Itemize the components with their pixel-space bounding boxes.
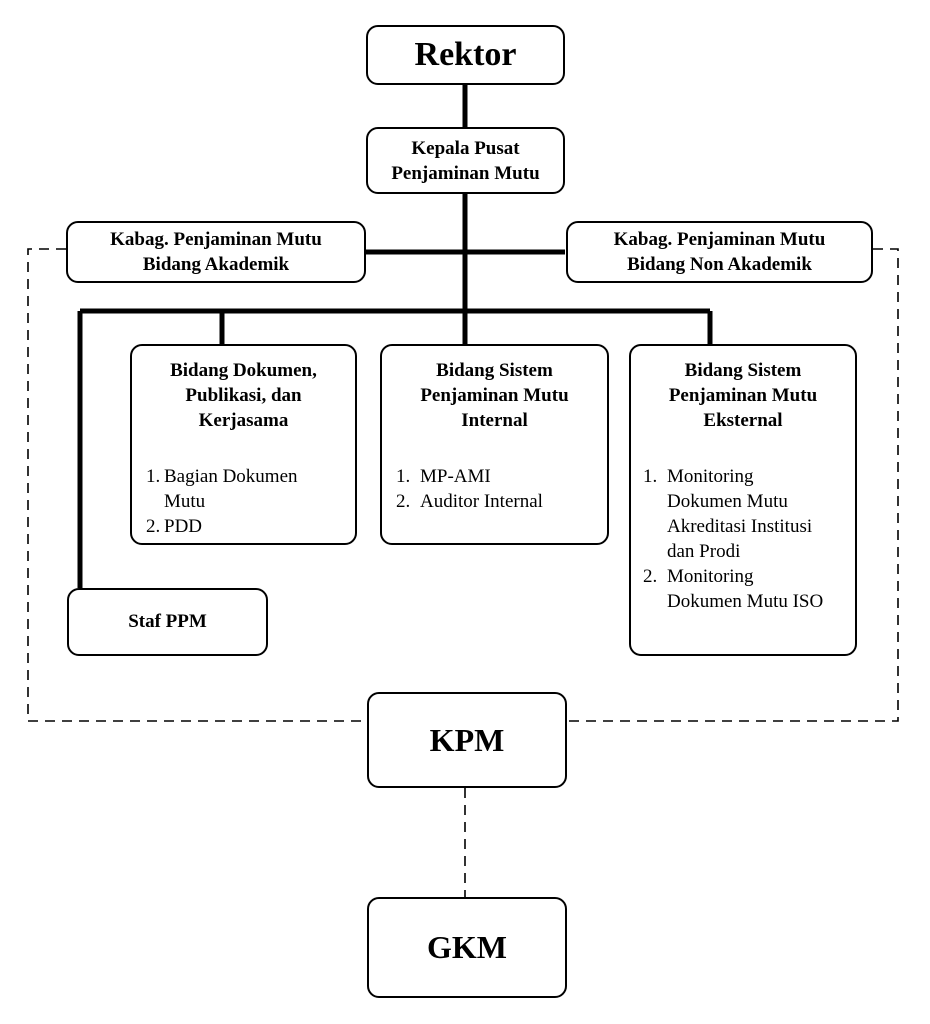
list-text: PDD: [164, 516, 203, 537]
rektor-label: Rektor: [414, 36, 517, 73]
bidang-eksternal-heading-line1: Bidang Sistem: [684, 360, 802, 381]
list-item: 1. Monitoring Dokumen Mutu Akreditasi In…: [643, 464, 855, 564]
list-text: Monitoring: [667, 466, 754, 487]
list-text: Auditor Internal: [420, 491, 543, 512]
bidang-internal-list: 1. MP-AMI 2. Auditor Internal: [396, 464, 607, 514]
list-number: 2.: [396, 491, 411, 512]
bidang-internal-box: Bidang Sistem Penjaminan Mutu Internal 1…: [380, 344, 609, 545]
list-text: Akreditasi Institusi: [667, 516, 813, 537]
rektor-box: Rektor: [366, 25, 565, 85]
list-number: 1.: [396, 466, 411, 487]
bidang-dokumen-heading-line3: Kerjasama: [198, 410, 289, 431]
bidang-eksternal-heading-line2: Penjaminan Mutu: [668, 385, 818, 406]
list-item: 2. Monitoring Dokumen Mutu ISO: [643, 564, 855, 614]
list-item: 2. Auditor Internal: [396, 489, 607, 514]
kepala-line1: Kepala Pusat: [411, 137, 520, 159]
kepala-line2: Penjaminan Mutu: [391, 162, 540, 184]
gkm-box: GKM: [367, 897, 567, 998]
list-text: Monitoring: [667, 566, 754, 587]
bidang-dokumen-box: Bidang Dokumen, Publikasi, dan Kerjasama…: [130, 344, 357, 545]
dashed-right-bracket: [567, 248, 899, 722]
list-text: Dokumen Mutu: [667, 491, 788, 512]
kabag-akademik-box: Kabag. Penjaminan Mutu Bidang Akademik: [66, 221, 366, 283]
kepala-box: Kepala Pusat Penjaminan Mutu: [366, 127, 565, 194]
kabag-akademik-line1: Kabag. Penjaminan Mutu: [110, 229, 322, 250]
bidang-dokumen-list: 1. Bagian Dokumen Mutu 2. PDD: [146, 464, 355, 539]
kabag-akademik-line2: Bidang Akademik: [142, 254, 290, 275]
list-number: 2.: [146, 516, 161, 537]
dashed-left-bracket: [27, 248, 367, 722]
bidang-dokumen-heading-line1: Bidang Dokumen,: [170, 360, 317, 381]
staf-ppm-label: Staf PPM: [128, 611, 207, 632]
kabag-non-akademik-box: Kabag. Penjaminan Mutu Bidang Non Akadem…: [566, 221, 873, 283]
bidang-dokumen-heading: Bidang Dokumen, Publikasi, dan Kerjasama: [132, 346, 355, 433]
bidang-eksternal-heading-line3: Eksternal: [703, 410, 783, 431]
list-text: dan Prodi: [667, 541, 741, 562]
kabag-non-akademik-line2: Bidang Non Akademik: [627, 254, 812, 275]
bidang-internal-heading-line1: Bidang Sistem: [436, 360, 553, 381]
bidang-eksternal-box: Bidang Sistem Penjaminan Mutu Eksternal …: [629, 344, 857, 656]
list-number: 2.: [643, 566, 658, 587]
bidang-internal-heading-line3: Internal: [461, 410, 528, 431]
list-item: 2. PDD: [146, 514, 355, 539]
kpm-label: KPM: [429, 721, 505, 758]
bidang-eksternal-heading: Bidang Sistem Penjaminan Mutu Eksternal: [631, 346, 855, 433]
bidang-eksternal-list: 1. Monitoring Dokumen Mutu Akreditasi In…: [643, 464, 855, 614]
bidang-internal-heading-line2: Penjaminan Mutu: [420, 385, 569, 406]
kabag-non-akademik-line1: Kabag. Penjaminan Mutu: [613, 229, 826, 250]
list-number: 1.: [146, 466, 161, 487]
list-text: MP-AMI: [420, 466, 491, 487]
bidang-dokumen-heading-line2: Publikasi, dan: [185, 385, 302, 406]
list-text: Dokumen Mutu ISO: [667, 591, 824, 612]
staf-ppm-box: Staf PPM: [67, 588, 268, 656]
bidang-internal-heading: Bidang Sistem Penjaminan Mutu Internal: [382, 346, 607, 433]
list-item: 1. MP-AMI: [396, 464, 607, 489]
list-item: 1. Bagian Dokumen Mutu: [146, 464, 355, 514]
kpm-box: KPM: [367, 692, 567, 788]
gkm-label: GKM: [427, 929, 507, 965]
list-text: Bagian Dokumen: [164, 466, 298, 487]
list-number: 1.: [643, 466, 658, 487]
list-text: Mutu: [164, 491, 206, 512]
